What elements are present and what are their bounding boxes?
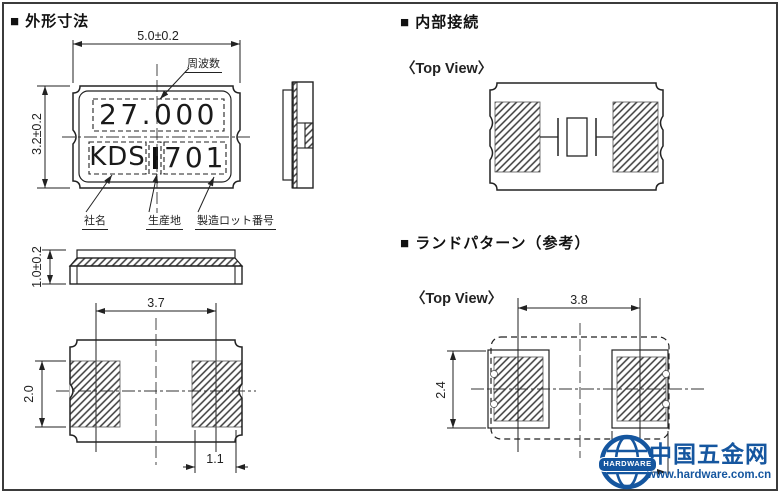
land-dim-pitch-label: 3.8	[570, 293, 588, 307]
land-top-view-label: 〈Top View〉	[411, 291, 503, 307]
watermark-site-name: 中国五金网	[649, 441, 769, 467]
marking-lot: 701	[164, 141, 227, 174]
dim-pad-pitch-label: 3.7	[147, 296, 165, 310]
callout-lot: 製造ロット番号	[195, 212, 276, 230]
internal-connection-view	[489, 82, 664, 191]
dim-thickness-label: 1.0±0.2	[30, 246, 44, 288]
callout-frequency: 周波数	[185, 55, 222, 73]
watermark-site-url: www.hardware.com.cn	[647, 469, 772, 481]
outline-front-view-dims	[42, 249, 217, 452]
outline-bottom-view-dims	[35, 360, 248, 473]
section-title-land: ■ ランドパターン（参考）	[400, 235, 591, 252]
outline-bottom-view-centerlines	[56, 318, 256, 465]
land-pattern-centerlines	[471, 323, 707, 458]
land-dim-height-label: 2.4	[434, 381, 448, 399]
land-pattern-dims	[447, 298, 669, 477]
section-title-internal: ■ 内部接続	[400, 14, 480, 31]
outline-bottom-view	[69, 339, 243, 443]
marking-frequency: 27.000	[99, 98, 218, 131]
outline-front-view	[68, 249, 244, 285]
dim-pad-height-label: 2.0	[22, 385, 36, 403]
callout-maker: 社名	[82, 212, 108, 230]
section-title-outline: ■ 外形寸法	[10, 13, 90, 30]
watermark-logo: HARDWARE 中国五金网 www.hardware.com.cn	[560, 424, 778, 492]
dim-height-label: 3.2±0.2	[30, 113, 44, 155]
outline-top-view-centerlines	[62, 64, 250, 213]
callout-origin: 生産地	[146, 212, 183, 230]
outline-side-view	[282, 81, 314, 189]
outline-top-view-dims	[37, 40, 241, 213]
globe-ribbon-label: HARDWARE	[598, 457, 657, 472]
outline-top-view	[72, 85, 241, 189]
dim-width-label: 5.0±0.2	[137, 29, 179, 43]
dim-pad-width-label: 1.1	[206, 452, 224, 466]
marking-maker: KDS	[89, 142, 146, 172]
internal-top-view-label: 〈Top View〉	[401, 61, 493, 77]
